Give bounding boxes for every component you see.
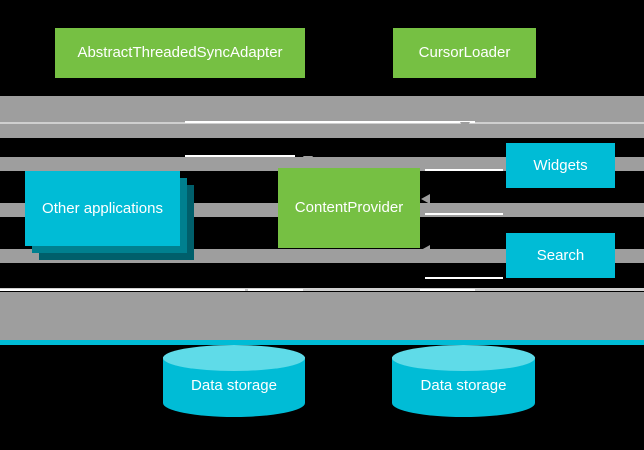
connector-hairline-e	[185, 155, 295, 157]
node-cursor-loader[interactable]: CursorLoader	[393, 28, 536, 78]
node-abstract-threaded-sync-adapter[interactable]: AbstractThreadedSyncAdapter	[55, 28, 305, 78]
connector-band-top	[0, 96, 644, 124]
arrowhead-datastorage1-to-contentprovider	[303, 249, 313, 257]
connector-hairline-d	[420, 289, 475, 291]
card-front: Other applications	[25, 171, 180, 246]
connector-hairline-c	[248, 289, 303, 291]
connector-band-bottom	[0, 336, 644, 340]
node-widgets[interactable]: Widgets	[506, 143, 615, 188]
connector-band-lower	[0, 292, 644, 336]
node-label-other-applications: Other applications	[42, 200, 163, 217]
node-data-storage-1[interactable]: Data storage	[163, 345, 305, 423]
node-data-storage-2[interactable]: Data storage	[392, 345, 535, 423]
node-search[interactable]: Search	[506, 233, 615, 278]
node-label-data-storage-1: Data storage	[191, 377, 277, 394]
connector-band-mid-upper	[0, 157, 644, 171]
arrowhead-datastorage2-to-contentprovider	[360, 249, 370, 257]
connector-band-lower-hairline	[0, 288, 644, 291]
node-content-provider[interactable]: ContentProvider	[278, 168, 420, 248]
arrowhead-cursorloader-to-contentprovider	[460, 122, 470, 130]
arrowhead-widgets-to-contentprovider	[421, 194, 430, 204]
node-label-cursor-loader: CursorLoader	[418, 44, 511, 62]
cylinder-top-ellipse	[392, 345, 535, 371]
node-label-sync-adapter: AbstractThreadedSyncAdapter	[77, 44, 283, 62]
cylinder-top-ellipse	[163, 345, 305, 371]
arrowhead-search-to-contentprovider	[421, 245, 430, 255]
connector-hairline-a	[185, 121, 475, 123]
connector-hairline-h	[425, 213, 503, 215]
connector-hairline-b	[0, 289, 245, 291]
connector-band-top-lower	[0, 124, 644, 138]
node-label-content-provider: ContentProvider	[294, 199, 404, 217]
node-label-data-storage-2: Data storage	[420, 377, 507, 394]
connector-band-bottom-cyan	[0, 340, 644, 345]
connector-hairline-f	[425, 169, 503, 171]
node-label-widgets: Widgets	[533, 156, 588, 174]
arrowhead-syncadapter-to-contentprovider	[303, 156, 313, 164]
connector-band-top-hairline	[0, 122, 644, 124]
node-label-search: Search	[536, 246, 585, 264]
connector-hairline-g	[425, 277, 503, 279]
node-other-applications[interactable]: Other applications	[25, 171, 200, 261]
arrowhead-contentprovider-to-otherapps	[193, 204, 202, 214]
